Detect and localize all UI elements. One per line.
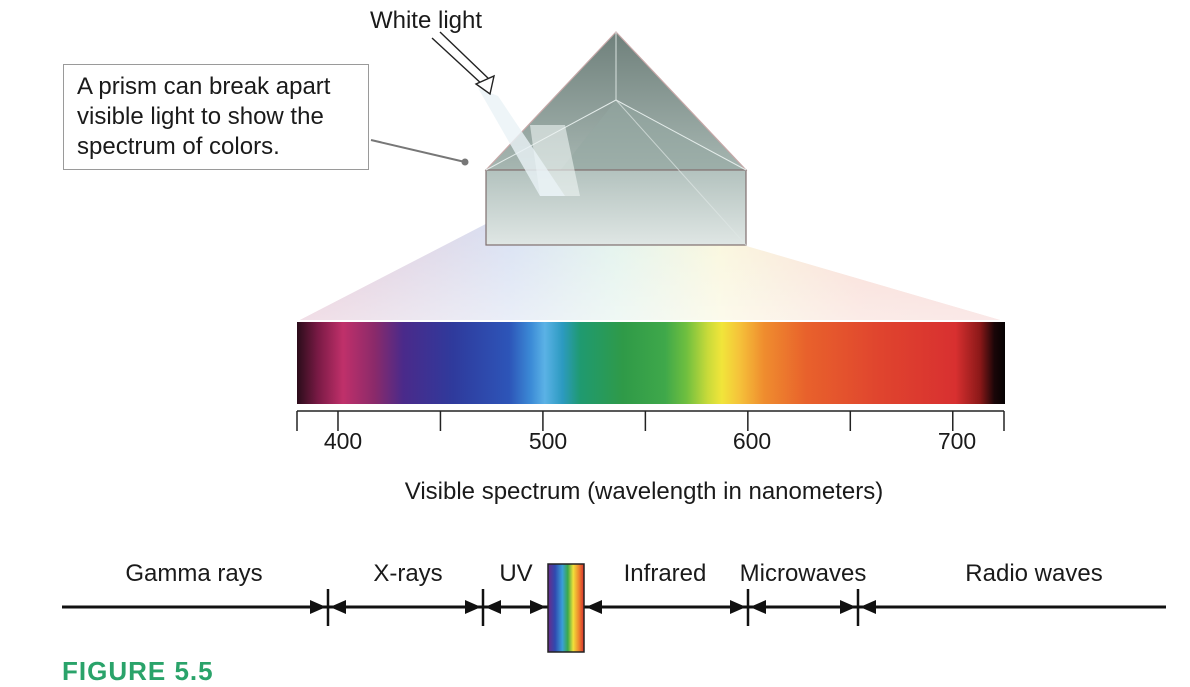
em-label-uv: UV [499, 560, 532, 587]
dispersed-light-fan-highlight [300, 196, 1000, 320]
callout-line-1: A prism can break apart [77, 73, 331, 100]
white-light-label: White light [370, 7, 482, 34]
em-spectrum-line [62, 589, 1166, 626]
visible-spectrum-bar [297, 322, 1005, 404]
spectrum-axis [296, 410, 1005, 431]
em-visible-band [547, 563, 585, 653]
callout-line-3: spectrum of colors. [77, 133, 280, 160]
tick-label-500: 500 [529, 428, 567, 454]
em-label-microwaves: Microwaves [740, 560, 867, 587]
em-label-radio-waves: Radio waves [965, 560, 1102, 587]
diagram-canvas: 400 500 600 700 Visible spectrum (wavele… [62, 7, 1166, 653]
tick-label-700: 700 [938, 428, 976, 454]
white-light-ray [478, 88, 565, 196]
em-label-x-rays: X-rays [373, 560, 442, 587]
tick-label-400: 400 [324, 428, 362, 454]
callout-leader-dot [461, 158, 469, 166]
figure-caption: FIGURE 5.5 [62, 656, 214, 686]
white-light-arrow [431, 31, 495, 96]
tick-label-600: 600 [733, 428, 771, 454]
callout-leader-line [370, 139, 466, 163]
prism [484, 31, 748, 246]
em-label-gamma-rays: Gamma rays [125, 560, 262, 587]
callout-box: A prism can break apart visible light to… [63, 64, 369, 170]
spectrum-axis-title: Visible spectrum (wavelength in nanomete… [405, 478, 883, 505]
callout-line-2: visible light to show the [77, 103, 324, 130]
em-label-infrared: Infrared [624, 560, 707, 587]
